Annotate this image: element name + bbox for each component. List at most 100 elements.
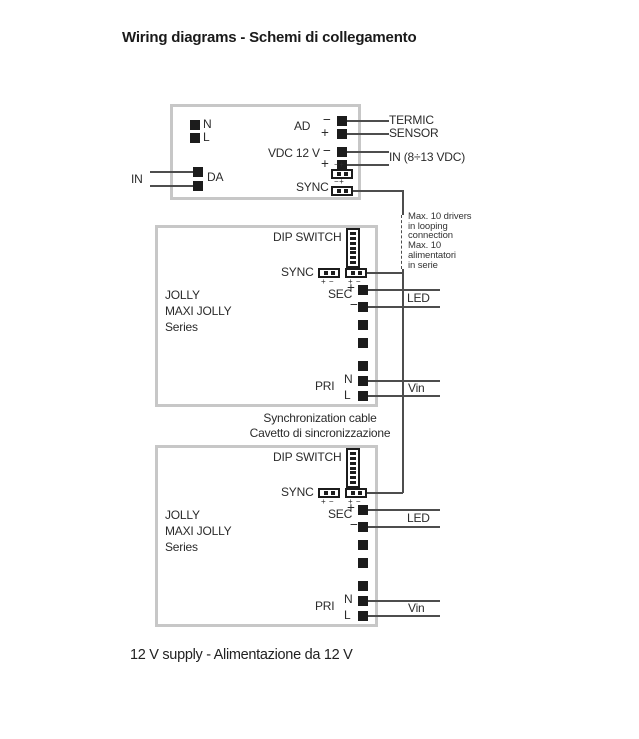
terminal-sec-minus	[358, 302, 368, 312]
led-label: LED	[407, 291, 430, 305]
terminal-da	[193, 181, 203, 191]
polarity-marks: + −	[348, 277, 362, 286]
sync-note-line: Cavetto di sincronizzazione	[249, 426, 391, 440]
driver-box-outline	[155, 225, 378, 407]
plus-sign: +	[347, 280, 355, 295]
termic-label: TERMIC	[389, 113, 434, 127]
termic-sensor-wire	[347, 133, 389, 135]
sync-cable-note: Synchronization cable Cavetto di sincron…	[225, 411, 415, 441]
sync-cable-stub-wire	[353, 190, 404, 192]
sync-connector-icon	[318, 488, 340, 498]
terminal-l	[358, 391, 368, 401]
minus-sign: −	[350, 517, 358, 532]
plus-sign: +	[321, 125, 329, 140]
terminal-vdc-minus	[337, 147, 347, 157]
n-label: N	[344, 372, 353, 386]
plus-sign: +	[321, 156, 329, 171]
terminal-spare	[358, 558, 368, 568]
ad-label: AD	[294, 119, 311, 133]
loop-limit-note: Max. 10 drivers in looping connection Ma…	[408, 211, 472, 271]
driver-box-outline	[155, 445, 378, 627]
sync-note-line: Synchronization cable	[263, 411, 377, 425]
sync-connector-icon	[318, 268, 340, 278]
diagram-caption: 12 V supply - Alimentazione da 12 V	[130, 647, 353, 663]
da-label: DA	[207, 170, 224, 184]
vin-l-wire	[368, 395, 440, 397]
l-label: L	[344, 388, 351, 402]
terminal-ad-minus	[337, 116, 347, 126]
series-line: Series	[165, 540, 198, 554]
sync-cable-loop-dashed-wire	[401, 215, 402, 269]
product-series-label: JOLLY MAXI JOLLY Series	[165, 507, 232, 555]
led-minus-wire	[368, 306, 440, 308]
l-label: L	[344, 608, 351, 622]
in-label: IN	[131, 172, 143, 186]
series-line: MAXI JOLLY	[165, 524, 232, 538]
dip-switch-icon	[346, 448, 360, 488]
product-series-label: JOLLY MAXI JOLLY Series	[165, 287, 232, 335]
terminal-spare	[358, 320, 368, 330]
terminal-spare	[358, 338, 368, 348]
dip-switch-label: DIP SWITCH	[273, 450, 342, 464]
n-label: N	[344, 592, 353, 606]
polarity-marks: + −	[321, 497, 335, 506]
in-wire	[150, 171, 193, 173]
polarity-marks: −+	[334, 160, 345, 169]
sync-connector-icon	[345, 268, 367, 278]
loop-note-line: in looping	[408, 220, 448, 232]
led-plus-wire	[368, 509, 440, 511]
sync-label: SYNC	[296, 180, 329, 194]
loop-note-line: Max. 10 drivers	[408, 211, 472, 222]
terminal-spare	[358, 581, 368, 591]
sync-cable-wire	[402, 190, 404, 215]
sync-cable-stub-wire	[367, 492, 403, 494]
dip-switch-label: DIP SWITCH	[273, 230, 342, 244]
sync-cable-stub-wire	[367, 272, 403, 274]
terminal-sec-minus	[358, 522, 368, 532]
sync-connector-icon	[331, 186, 353, 196]
sensor-label: SENSOR	[389, 126, 439, 140]
sync-connector-icon	[331, 169, 353, 179]
terminal-l	[358, 611, 368, 621]
n-label: N	[203, 117, 212, 131]
pri-label: PRI	[315, 599, 335, 613]
terminal-da	[193, 167, 203, 177]
vin-n-wire	[368, 600, 440, 602]
sync-label: SYNC	[281, 265, 314, 279]
loop-note-line: alimentatori	[408, 249, 456, 261]
series-line: Series	[165, 320, 198, 334]
page-title: Wiring diagrams - Schemi di collegamento	[122, 29, 417, 46]
series-line: MAXI JOLLY	[165, 304, 232, 318]
terminal-vdc-plus	[337, 160, 347, 170]
sync-label: SYNC	[281, 485, 314, 499]
polarity-marks: + −	[321, 277, 335, 286]
polarity-marks: −+	[334, 177, 345, 186]
terminal-n	[358, 376, 368, 386]
loop-note-line: Max. 10	[408, 240, 442, 252]
terminal-sec-plus	[358, 285, 368, 295]
vin-label: Vin	[408, 601, 425, 615]
series-line: JOLLY	[165, 508, 200, 522]
vdc-in-wire	[347, 151, 389, 153]
terminal-spare	[358, 361, 368, 371]
vdc-in-wire	[347, 164, 389, 166]
loop-note-line: in serie	[408, 259, 438, 271]
polarity-marks: + −	[348, 497, 362, 506]
sec-label: SEC	[328, 287, 353, 301]
pri-label: PRI	[315, 379, 335, 393]
terminal-spare	[358, 540, 368, 550]
l-label: L	[203, 130, 210, 144]
sync-connector-icon	[345, 488, 367, 498]
loop-note-line: connection	[408, 230, 453, 242]
in-wire	[150, 185, 193, 187]
minus-sign: −	[323, 143, 331, 158]
terminal-ad-plus	[337, 129, 347, 139]
terminal-n	[358, 596, 368, 606]
terminal-n	[190, 120, 200, 130]
vin-l-wire	[368, 615, 440, 617]
vin-label: Vin	[408, 381, 425, 395]
led-minus-wire	[368, 526, 440, 528]
dip-switch-icon	[346, 228, 360, 268]
vdc-in-label: IN (8÷13 VDC)	[389, 150, 466, 164]
led-label: LED	[407, 511, 430, 525]
